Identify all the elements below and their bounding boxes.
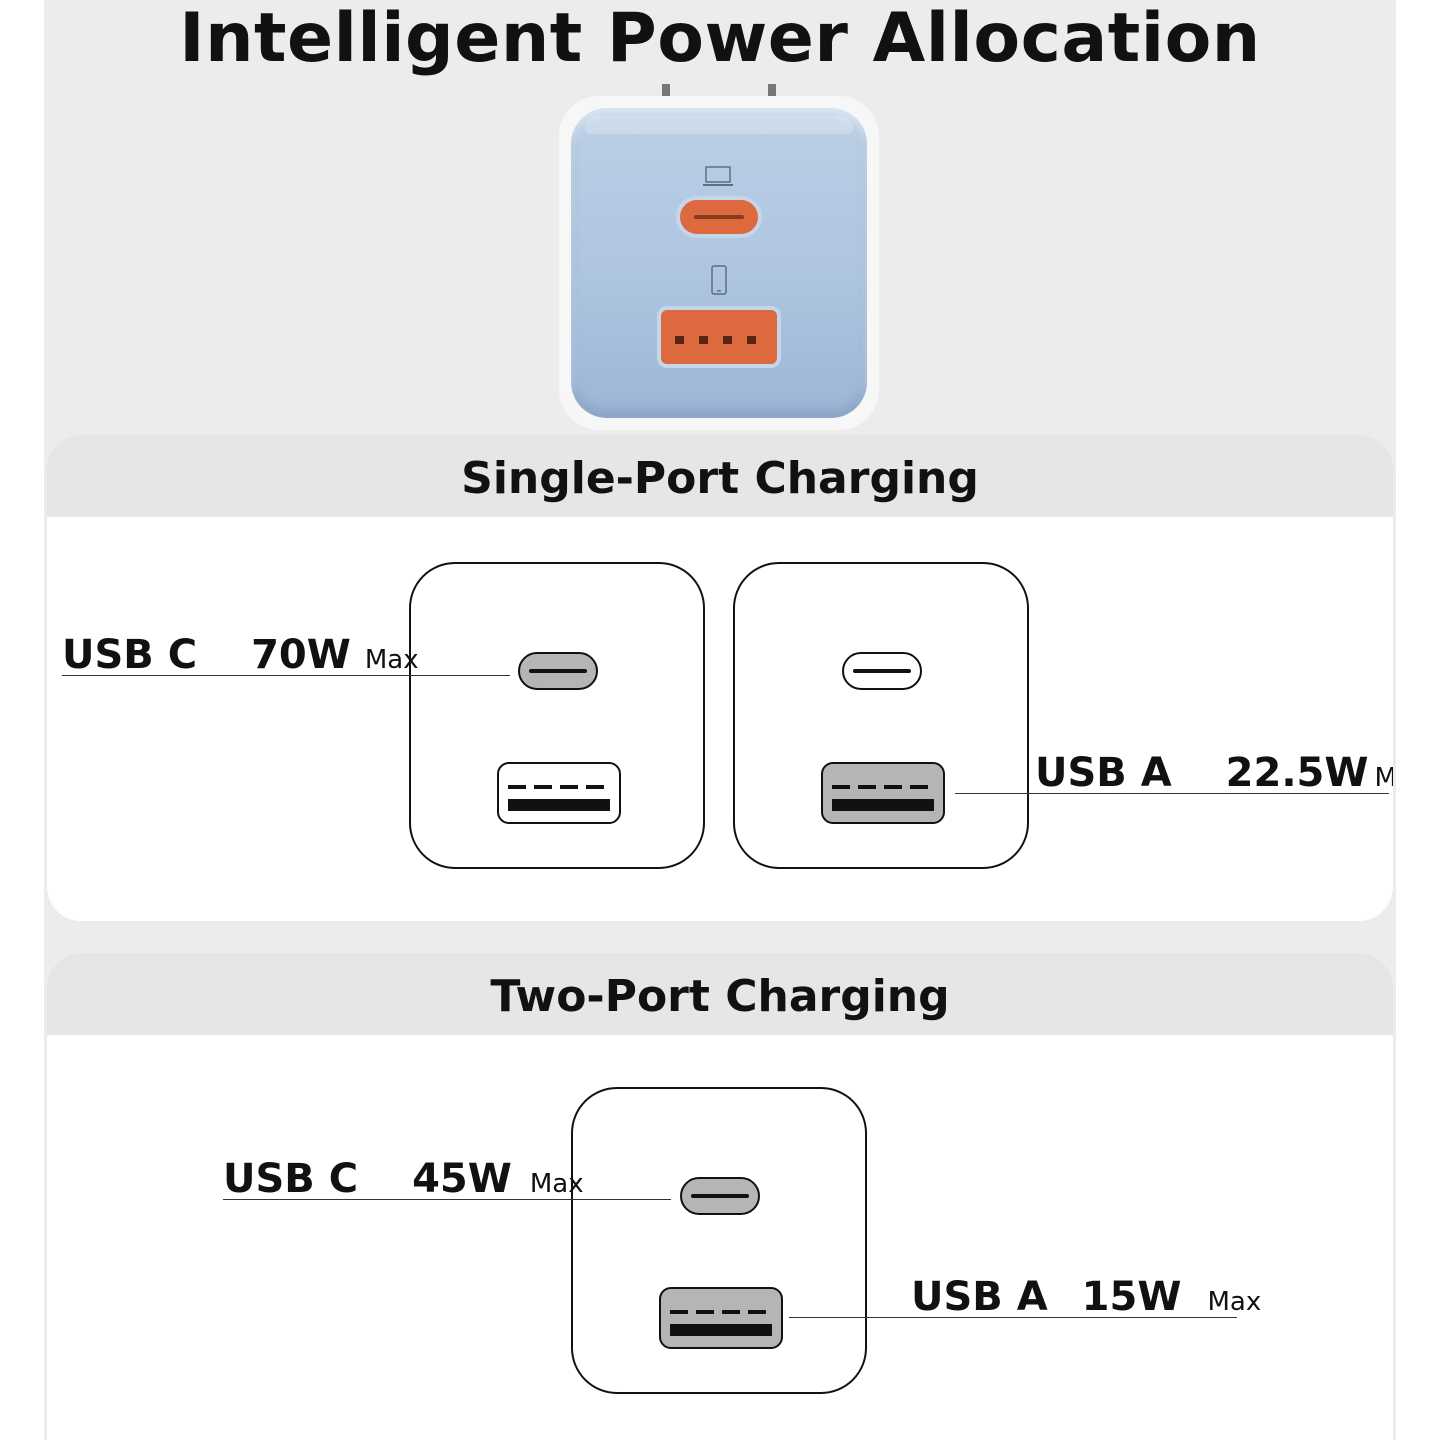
leader-line-usb-c xyxy=(62,675,510,676)
port-name: USB A xyxy=(911,1274,1048,1320)
port-dashes xyxy=(508,785,610,789)
max-text: Max xyxy=(1207,1287,1262,1317)
single-port-heading: Single-Port Charging xyxy=(47,435,1393,517)
wattage: 45W xyxy=(412,1156,512,1202)
port-bar xyxy=(508,799,610,811)
leader-line-usb-c xyxy=(223,1199,671,1200)
leader-line-usb-a xyxy=(789,1317,1237,1318)
usb-c-port-product xyxy=(676,196,762,238)
page-title: Intelligent Power Allocation xyxy=(179,0,1261,78)
port-dashes xyxy=(832,785,934,789)
charger-diagram-both-active xyxy=(571,1087,867,1394)
usb-c-port-active xyxy=(518,652,598,690)
phone-icon xyxy=(711,265,727,295)
usb-c-45w-label: USB C 45W Max xyxy=(223,1157,584,1206)
usb-a-port-idle xyxy=(497,762,621,824)
port-bar xyxy=(670,1324,772,1336)
port-name: USB C xyxy=(223,1156,359,1202)
wattage: 15W xyxy=(1081,1274,1182,1320)
max-text: Max xyxy=(364,645,419,675)
usb-a-port-product xyxy=(657,306,781,368)
usb-a-pins xyxy=(675,336,763,344)
usb-a-15w-label: USB A 15W Max xyxy=(911,1275,1261,1324)
single-port-section: Single-Port Charging USB C 70W Max USB A 22… xyxy=(47,435,1393,921)
port-bar xyxy=(832,799,934,811)
port-name: USB A xyxy=(1035,750,1172,796)
max-text: Max xyxy=(1374,763,1393,793)
usb-c-70w-label: USB C 70W Max xyxy=(62,633,419,682)
port-name: USB C xyxy=(62,632,198,678)
usb-a-port-active xyxy=(659,1287,783,1349)
charger-top-lip xyxy=(585,116,853,134)
max-text: Max xyxy=(529,1169,584,1199)
charger-diagram-usb-a-active xyxy=(733,562,1029,869)
usb-a-22-5w-label: USB A 22.5W Max xyxy=(1035,751,1393,800)
charger-diagram-usb-c-active xyxy=(409,562,705,869)
charger-body xyxy=(571,108,867,418)
plug-prong-left xyxy=(662,84,670,98)
plug-prong-right xyxy=(768,84,776,98)
usb-c-port-active xyxy=(680,1177,760,1215)
usb-a-port-active xyxy=(821,762,945,824)
leader-line-usb-a xyxy=(955,793,1389,794)
wattage: 22.5W xyxy=(1225,750,1369,796)
two-port-section: Two-Port Charging USB C 45W Max USB A 15W Ma… xyxy=(47,953,1393,1440)
usb-c-port-idle xyxy=(842,652,922,690)
two-port-heading: Two-Port Charging xyxy=(47,953,1393,1035)
port-dashes xyxy=(670,1310,772,1314)
laptop-icon xyxy=(703,166,733,186)
wattage: 70W xyxy=(251,632,351,678)
